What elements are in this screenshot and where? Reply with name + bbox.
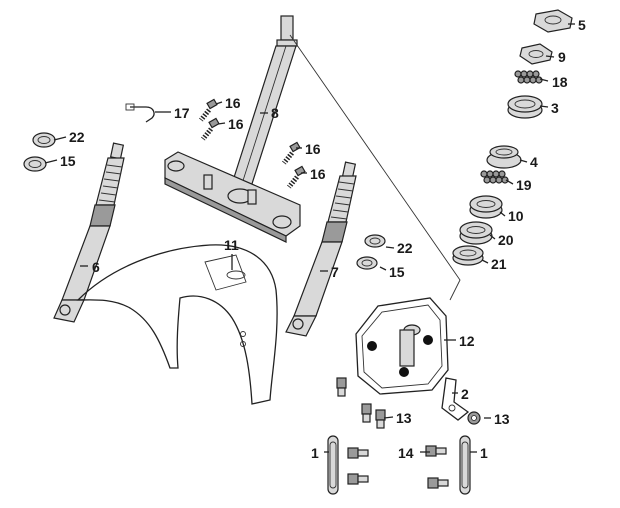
callout-16-d: 16 xyxy=(310,166,326,182)
lock-nut-5 xyxy=(533,9,573,33)
callout-2: 2 xyxy=(461,386,469,402)
callout-4: 4 xyxy=(530,154,538,170)
callout-20: 20 xyxy=(498,232,514,248)
bolt-13-c xyxy=(375,409,386,429)
bolt-14-a xyxy=(347,447,369,459)
bottom-ball-race-10 xyxy=(469,195,503,219)
bolt-16-c xyxy=(282,141,301,165)
clamp-1-left xyxy=(327,435,339,495)
dust-seal-right xyxy=(364,234,386,248)
callout-labels: 5 9 18 3 4 19 10 20 21 22 15 17 16 16 8 … xyxy=(60,17,586,461)
callout-13-left: 13 xyxy=(396,410,412,426)
callout-16-c: 16 xyxy=(305,141,321,157)
top-cone-race-3 xyxy=(507,95,543,119)
callout-8: 8 xyxy=(271,105,279,121)
ball-race-19 xyxy=(480,170,509,184)
dust-seal-21 xyxy=(452,245,484,266)
clip-17 xyxy=(125,103,155,123)
front-fender xyxy=(76,244,278,405)
callout-12: 12 xyxy=(459,333,475,349)
ball-race-18 xyxy=(514,70,543,84)
callout-13-right: 13 xyxy=(494,411,510,427)
bracket-2 xyxy=(441,377,470,421)
fork-leg-left xyxy=(53,142,125,323)
nut-13-d xyxy=(467,411,481,425)
callout-17: 17 xyxy=(174,105,190,121)
oil-seal-right xyxy=(356,256,378,270)
leader-lines xyxy=(44,23,575,453)
callout-15-right: 15 xyxy=(389,264,405,280)
callout-5: 5 xyxy=(578,17,586,33)
callout-22-left: 22 xyxy=(69,129,85,145)
bottom-cone-race-20 xyxy=(459,221,493,245)
callout-1-right: 1 xyxy=(480,445,488,461)
callout-14: 14 xyxy=(398,445,414,461)
bolt-14-c xyxy=(425,445,447,457)
callout-6: 6 xyxy=(92,259,100,275)
callout-7: 7 xyxy=(331,264,339,280)
callout-1-left: 1 xyxy=(311,445,319,461)
bottom-bridge xyxy=(164,151,301,243)
bolt-13-a xyxy=(336,377,347,397)
callout-16-a: 16 xyxy=(225,95,241,111)
callout-15-left: 15 xyxy=(60,153,76,169)
top-ball-race-4 xyxy=(486,145,522,169)
oil-seal-left xyxy=(23,156,47,172)
dust-seal-left xyxy=(32,132,56,148)
callout-19: 19 xyxy=(516,177,532,193)
callout-22-right: 22 xyxy=(397,240,413,256)
bolt-16-d xyxy=(287,165,306,189)
callout-9: 9 xyxy=(558,49,566,65)
callout-10: 10 xyxy=(508,208,524,224)
bolt-16-b xyxy=(201,117,220,141)
bolt-13-b xyxy=(361,403,372,423)
assembly-guide-line xyxy=(289,34,461,301)
callout-18: 18 xyxy=(552,74,568,90)
adjust-nut-9 xyxy=(519,43,553,65)
fork-leg-right xyxy=(285,161,357,337)
bolt-16-a xyxy=(199,98,218,122)
clamp-1-right xyxy=(459,435,471,495)
bolt-14-b xyxy=(347,473,369,485)
cover-plate-12 xyxy=(355,297,449,395)
callout-16-b: 16 xyxy=(228,116,244,132)
callout-11: 11 xyxy=(224,237,239,253)
bolt-14-d xyxy=(427,477,449,489)
callout-21: 21 xyxy=(491,256,507,272)
callout-3: 3 xyxy=(551,100,559,116)
